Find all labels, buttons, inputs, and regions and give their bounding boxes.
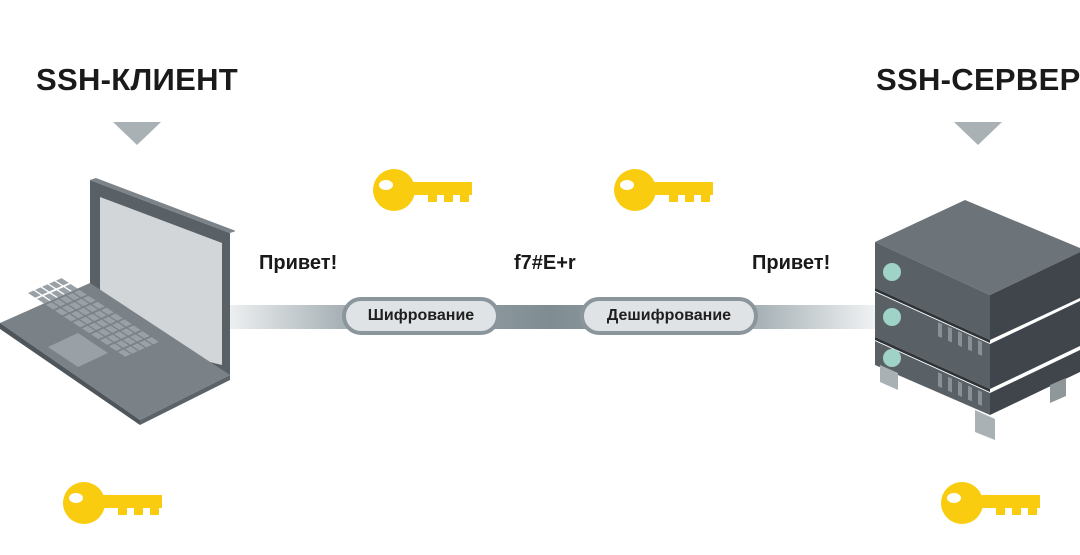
server-plaintext-label: Привет! bbox=[752, 252, 831, 274]
ciphertext-label: f7#E+r bbox=[514, 252, 576, 274]
triangle-down-icon bbox=[113, 122, 161, 145]
encryption-stage: Шифрование bbox=[342, 297, 500, 335]
key-icon bbox=[63, 482, 162, 524]
client-title: SSH-КЛИЕНТ bbox=[36, 62, 239, 97]
key-icon bbox=[373, 169, 472, 211]
triangle-down-icon bbox=[954, 122, 1002, 145]
decryption-stage: Дешифрование bbox=[580, 297, 758, 335]
server-title: SSH-СЕРВЕР bbox=[876, 62, 1080, 97]
client-plaintext-label: Привет! bbox=[259, 252, 338, 274]
key-icon bbox=[614, 169, 713, 211]
key-icon bbox=[941, 482, 1040, 524]
laptop-icon bbox=[0, 178, 235, 425]
server-rack-icon bbox=[875, 200, 1080, 440]
